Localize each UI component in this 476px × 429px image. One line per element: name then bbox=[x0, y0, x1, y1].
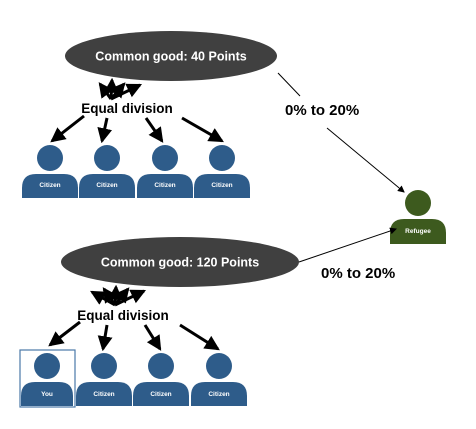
bottom-person-4: Citizen bbox=[191, 353, 247, 406]
refugee-label: Refugee bbox=[405, 228, 431, 235]
top-common-good-ellipse bbox=[65, 31, 277, 81]
bottom-common-good-label: Common good: 120 Points bbox=[101, 256, 259, 270]
person-label: Citizen bbox=[39, 182, 60, 189]
bottom-people-arrows bbox=[48, 320, 220, 352]
top-transfer-arrow-2 bbox=[326, 127, 405, 193]
person-label: Citizen bbox=[211, 182, 232, 189]
person-icon bbox=[34, 353, 60, 379]
person-body bbox=[79, 174, 135, 198]
person-icon bbox=[91, 353, 117, 379]
bottom-person-you: You bbox=[21, 353, 73, 406]
person-label: Citizen bbox=[96, 182, 117, 189]
top-common-good-label: Common good: 40 Points bbox=[95, 50, 246, 64]
person-body bbox=[137, 174, 193, 198]
person-label: Citizen bbox=[93, 391, 114, 398]
bottom-transfer-label: 0% to 20% bbox=[321, 265, 395, 282]
person-icon bbox=[37, 145, 63, 171]
bottom-division-label: Equal division bbox=[77, 308, 169, 323]
person-body bbox=[194, 174, 250, 198]
bottom-common-good-ellipse bbox=[61, 237, 299, 287]
you-highlight-frame bbox=[19, 349, 76, 408]
person-label: Citizen bbox=[150, 391, 171, 398]
person-icon bbox=[209, 145, 235, 171]
top-division-label: Equal division bbox=[81, 101, 173, 116]
top-person-4: Citizen bbox=[194, 145, 250, 198]
bottom-person-2: Citizen bbox=[76, 353, 132, 406]
person-body bbox=[22, 174, 78, 198]
person-icon bbox=[405, 190, 431, 216]
person-body bbox=[390, 219, 446, 244]
bottom-transfer-arrow bbox=[298, 227, 397, 263]
person-icon bbox=[148, 353, 174, 379]
bottom-division-fan bbox=[90, 284, 147, 307]
person-label: Citizen bbox=[208, 391, 229, 398]
person-body bbox=[133, 382, 189, 406]
person-icon bbox=[206, 353, 232, 379]
top-person-3: Citizen bbox=[137, 145, 193, 198]
bottom-person-3: Citizen bbox=[133, 353, 189, 406]
top-division-fan bbox=[98, 77, 143, 101]
person-label: Citizen bbox=[154, 182, 175, 189]
person-body bbox=[21, 382, 73, 406]
refugee-person: Refugee bbox=[390, 190, 446, 244]
top-person-1: Citizen bbox=[22, 145, 78, 198]
person-body bbox=[76, 382, 132, 406]
top-transfer-arrow bbox=[277, 72, 301, 97]
person-body bbox=[191, 382, 247, 406]
top-transfer-label: 0% to 20% bbox=[285, 102, 359, 119]
top-people-arrows bbox=[50, 114, 224, 144]
person-label: You bbox=[41, 391, 53, 398]
top-person-2: Citizen bbox=[79, 145, 135, 198]
person-icon bbox=[94, 145, 120, 171]
person-icon bbox=[152, 145, 178, 171]
